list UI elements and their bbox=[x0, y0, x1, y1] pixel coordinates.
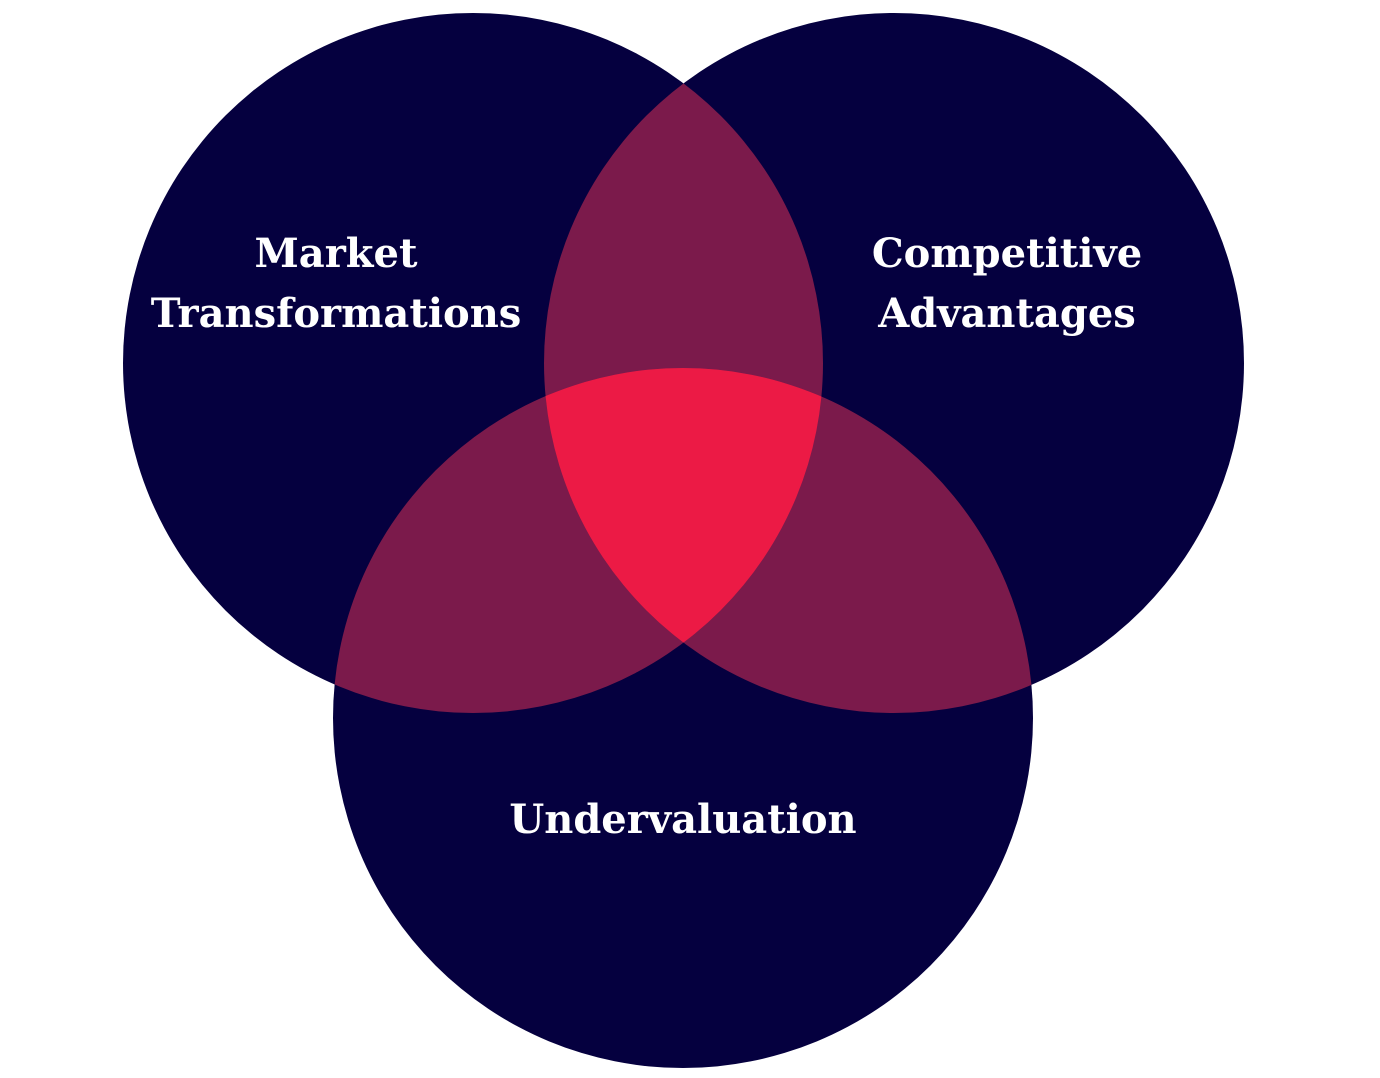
label-advantages: Advantages bbox=[877, 290, 1136, 337]
overlap-right-bottom bbox=[544, 368, 1033, 713]
label-transformations: Transformations bbox=[151, 290, 522, 337]
label-market: Market bbox=[255, 230, 418, 277]
label-undervaluation: Undervaluation bbox=[509, 796, 856, 843]
label-competitive: Competitive bbox=[872, 230, 1142, 277]
overlap-left-bottom bbox=[333, 368, 823, 713]
